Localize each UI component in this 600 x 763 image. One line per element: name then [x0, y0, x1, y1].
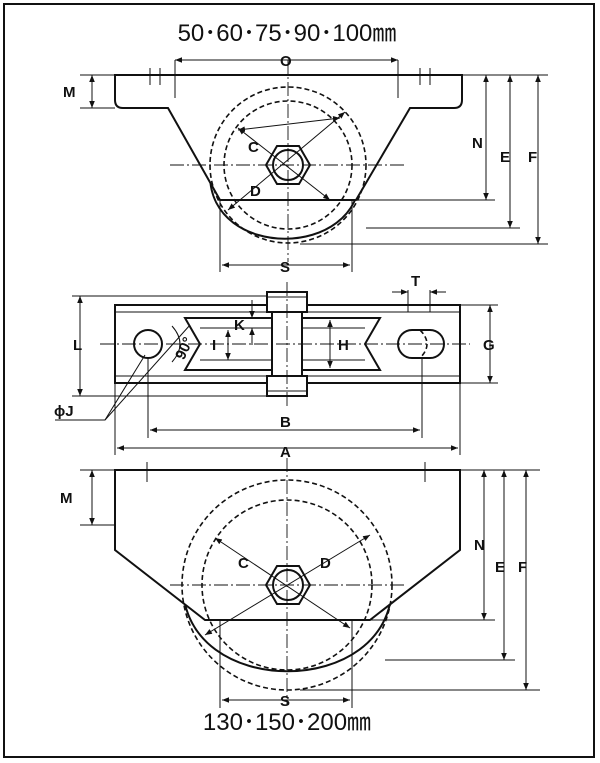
label-E-bottom: E: [495, 559, 505, 576]
top-view-small-caster: [80, 57, 548, 272]
label-M-bottom: M: [60, 490, 73, 507]
label-L: L: [73, 337, 82, 354]
label-N-top: N: [472, 135, 483, 152]
label-T: T: [411, 273, 420, 290]
label-C-bottom: C: [238, 555, 249, 572]
label-D-top: D: [250, 183, 261, 200]
label-F-top: F: [528, 149, 537, 166]
drawing-frame: [3, 3, 595, 758]
label-D-bottom: D: [320, 555, 331, 572]
label-S-top: S: [280, 259, 290, 276]
label-I: I: [212, 337, 216, 354]
label-C-top: C: [248, 139, 259, 156]
label-S-bottom: S: [280, 693, 290, 710]
label-F-bottom: F: [518, 559, 527, 576]
label-B: B: [280, 414, 291, 431]
label-H: H: [338, 337, 349, 354]
label-J: ϕJ: [54, 403, 74, 420]
header-top: 50･60･75･90･100㎜: [178, 20, 397, 47]
header-bottom: 130･150･200㎜: [203, 709, 371, 736]
middle-plan-view: [55, 282, 498, 455]
label-N-bottom: N: [474, 537, 485, 554]
label-A: A: [280, 444, 291, 461]
label-O: O: [280, 53, 292, 70]
label-K: K: [234, 317, 245, 334]
label-M-top: M: [63, 84, 76, 101]
bottom-view-large-caster: [80, 458, 540, 708]
label-E-top: E: [500, 149, 510, 166]
label-G: G: [483, 337, 495, 354]
